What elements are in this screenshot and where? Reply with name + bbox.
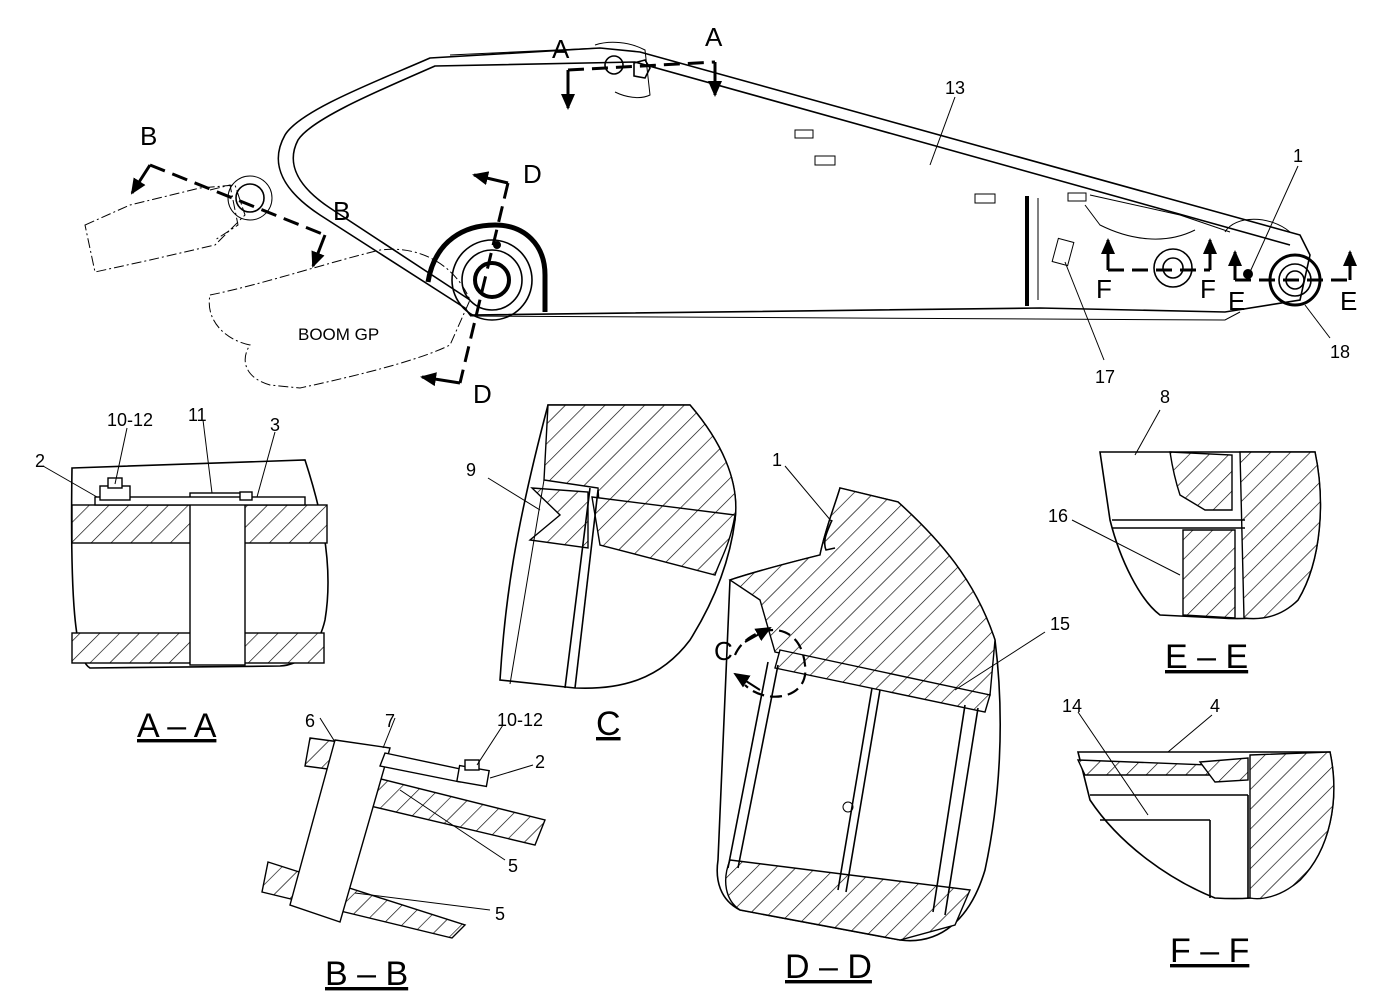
callout-17: 17 — [1095, 367, 1115, 387]
aa-label-3: 3 — [270, 415, 280, 435]
dd-detail-c-ref: C — [714, 636, 733, 666]
marker-b-left: B — [140, 121, 157, 151]
marker-e-left: E — [1228, 286, 1245, 316]
section-aa-title: A – A — [137, 707, 217, 745]
section-ff-view: 14 4 F – F — [1062, 696, 1335, 970]
cylinder-phantom — [84, 184, 246, 273]
marker-a-left: A — [552, 34, 570, 64]
section-ee-view: 8 16 E – E — [1048, 387, 1322, 676]
section-line-b — [149, 163, 326, 237]
section-aa-view: 2 10-12 11 3 A – A — [35, 405, 329, 745]
callout-1: 1 — [1293, 146, 1303, 166]
marker-f-left: F — [1096, 274, 1112, 304]
dd-label-15: 15 — [1050, 614, 1070, 634]
section-ff-title: F – F — [1170, 932, 1249, 970]
bb-label-2: 2 — [535, 752, 545, 772]
bb-label-5a: 5 — [508, 856, 518, 876]
ff-label-14: 14 — [1062, 696, 1082, 716]
bb-label-5b: 5 — [495, 904, 505, 924]
bb-label-7: 7 — [385, 711, 395, 731]
marker-e-right: E — [1340, 286, 1357, 316]
section-ee-title: E – E — [1165, 638, 1248, 676]
marker-d-bottom: D — [473, 379, 492, 409]
detail-c-title: C — [596, 705, 621, 743]
section-line-a — [567, 60, 716, 72]
ee-label-16: 16 — [1048, 506, 1068, 526]
marker-b-right: B — [333, 196, 350, 226]
bb-label-10-12: 10-12 — [497, 710, 543, 730]
section-bb-view: 6 7 10-12 2 5 5 B – B — [261, 710, 546, 993]
aa-label-11: 11 — [188, 405, 207, 425]
section-bb-title: B – B — [325, 955, 408, 993]
ff-label-4: 4 — [1210, 696, 1220, 716]
detail-c-view: 9 C — [466, 404, 737, 743]
section-line-d — [458, 182, 510, 384]
marker-a-right: A — [705, 22, 723, 52]
aa-label-2: 2 — [35, 451, 45, 471]
callout-13: 13 — [945, 78, 965, 98]
bb-label-6: 6 — [305, 711, 315, 731]
marker-f-right: F — [1200, 274, 1216, 304]
marker-d-top: D — [523, 159, 542, 189]
aa-label-10-12: 10-12 — [107, 410, 153, 430]
callout-18: 18 — [1330, 342, 1350, 362]
section-dd-title: D – D — [785, 948, 872, 986]
c-label-9: 9 — [466, 460, 476, 480]
ee-label-8: 8 — [1160, 387, 1170, 407]
stick-outline — [277, 47, 1311, 316]
boom-main-view: BOOM GP 13 1 17 18 A A B B D D F F E E — [84, 22, 1357, 409]
boom-gp-label: BOOM GP — [298, 325, 379, 344]
section-dd-view: 1 15 C D – D — [714, 450, 1070, 986]
dd-label-1: 1 — [772, 450, 782, 470]
detail-c-circle — [733, 628, 807, 698]
boom-gp-phantom — [208, 248, 471, 389]
